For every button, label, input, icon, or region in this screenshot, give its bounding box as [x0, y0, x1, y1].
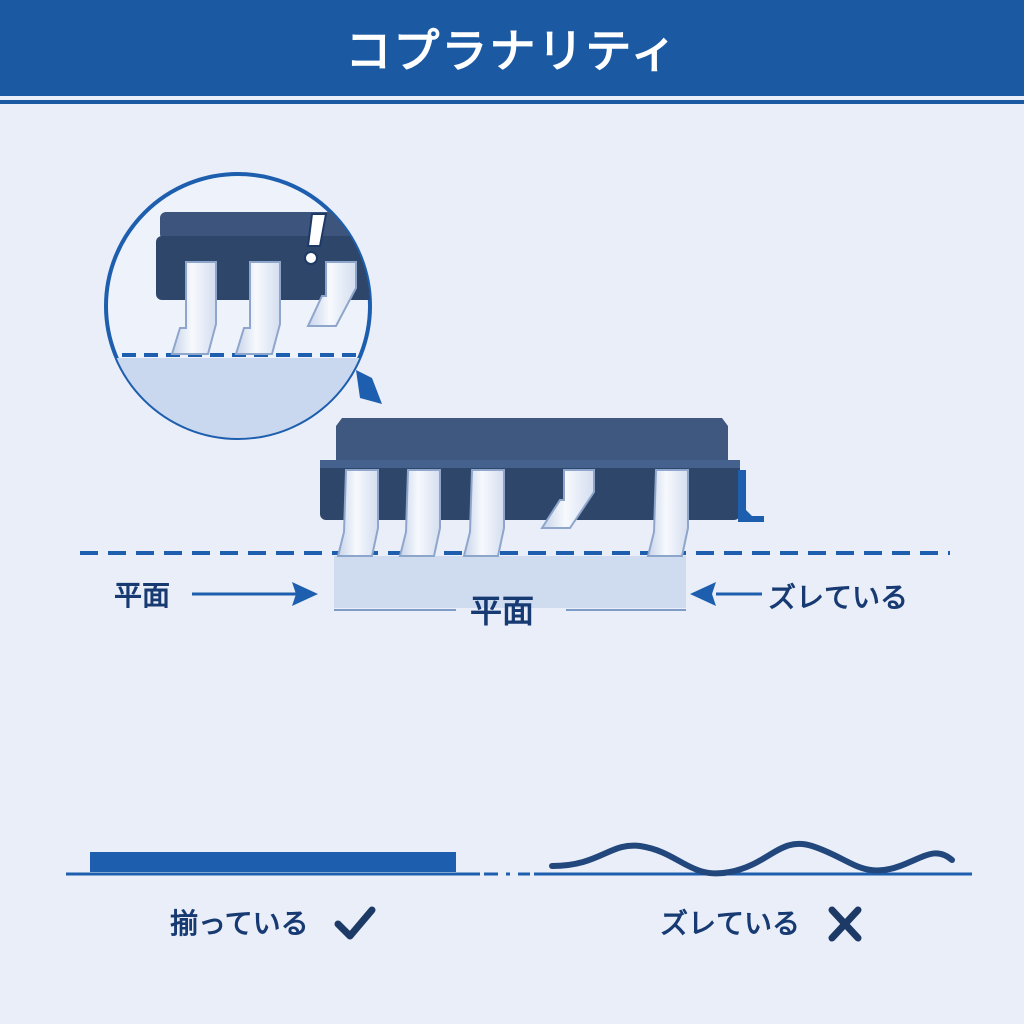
chip-lead — [398, 469, 441, 557]
plane-area — [334, 556, 686, 608]
exclamation-icon — [304, 213, 328, 265]
flat-surface — [90, 852, 456, 872]
chip-lead — [646, 469, 689, 557]
cross-icon — [828, 906, 862, 942]
zoom-callout — [104, 172, 382, 440]
zoom-lead — [234, 261, 281, 355]
deviation-label-right: ズレている — [768, 581, 909, 614]
chip-tab — [738, 470, 764, 522]
comparison-section — [66, 840, 972, 942]
chip-lead — [462, 469, 505, 557]
ic-chip — [80, 418, 950, 611]
plane-label-left: 平面 — [114, 579, 171, 612]
chip-top — [336, 418, 728, 466]
plane-label-center: 平面 — [470, 592, 535, 630]
arrow-right-icon — [192, 582, 318, 606]
zoom-lead-deviated — [306, 261, 357, 327]
arrow-left-icon — [690, 582, 762, 606]
deviated-label: ズレている — [660, 907, 801, 940]
header-underline — [0, 100, 1024, 104]
check-icon — [334, 906, 376, 940]
zoom-lead — [170, 261, 217, 355]
chip-lead-deviated — [540, 469, 595, 529]
header-bar: コプラナリティ — [0, 0, 1024, 96]
zoom-chip-top — [160, 212, 370, 240]
chip-lead — [336, 469, 379, 557]
aligned-label: 揃っている — [170, 907, 309, 940]
wavy-surface — [549, 840, 955, 877]
callout-pointer — [356, 370, 382, 404]
page-title: コプラナリティ — [345, 24, 679, 78]
